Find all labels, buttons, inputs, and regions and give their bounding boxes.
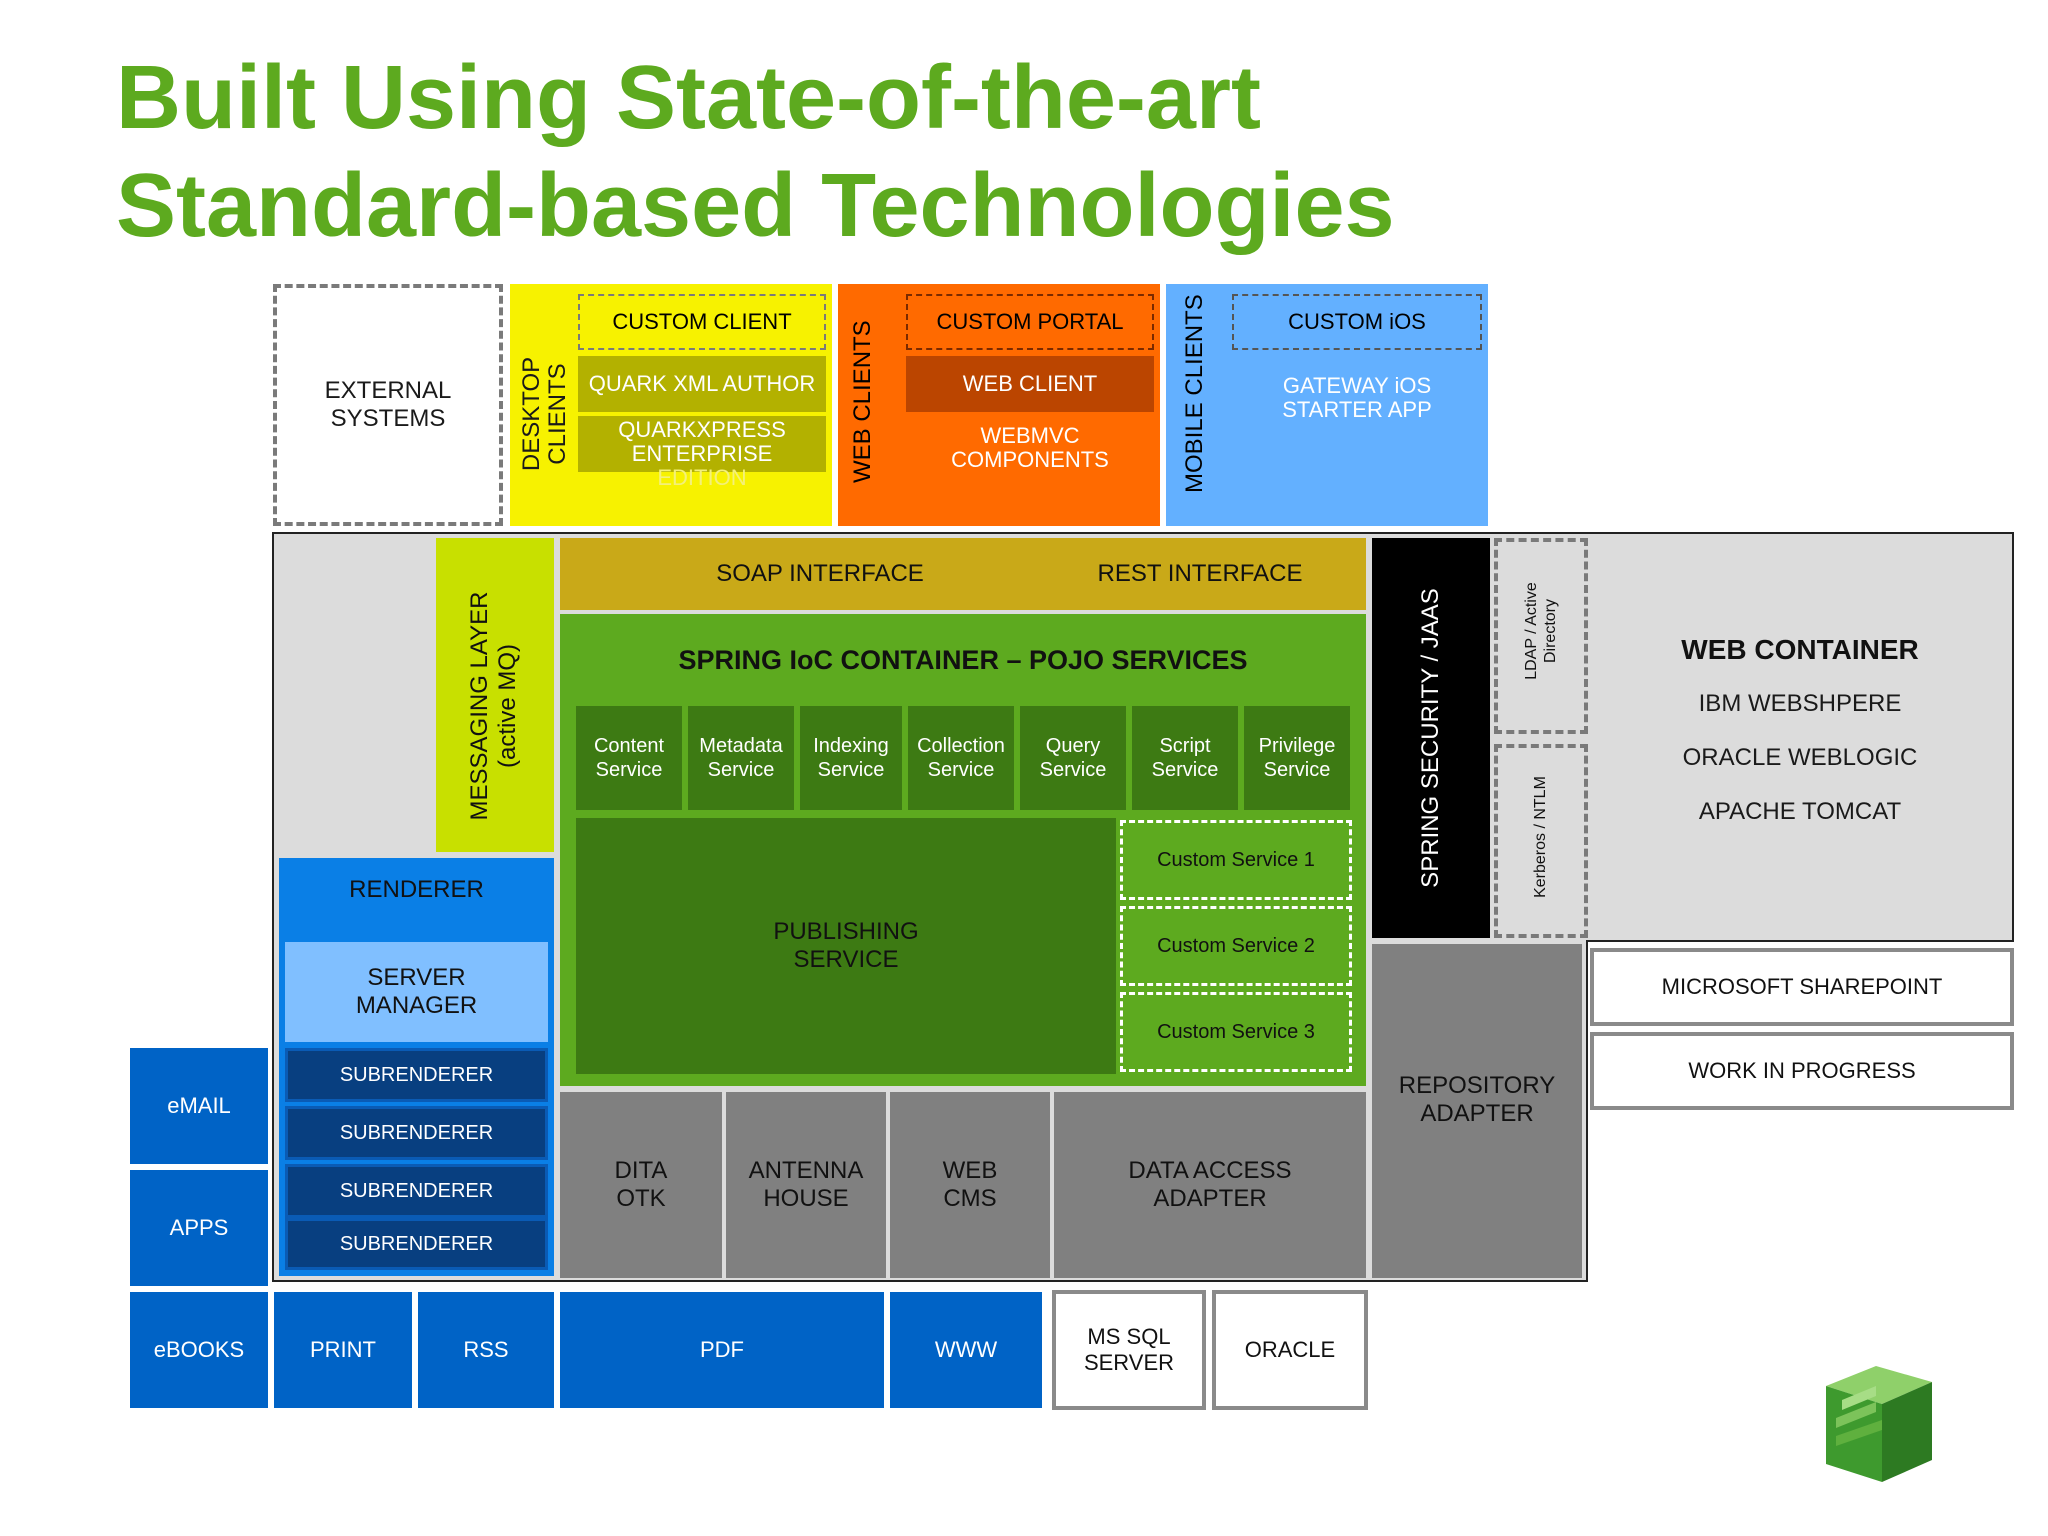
- webmvc-components-box: WEBMVC COMPONENTS: [951, 423, 1109, 472]
- web-container-panel: WEB CONTAINER IBM WEBSHPERE ORACLE WEBLO…: [1586, 532, 2014, 942]
- subrenderer: SUBRENDERER: [285, 1106, 548, 1160]
- renderer-title: RENDERER: [349, 876, 484, 903]
- spring-security-panel: SPRING SECURITY / JAAS: [1372, 538, 1490, 938]
- title-line-1: Built Using State-of-the-art: [116, 48, 1261, 148]
- rss-box: RSS: [418, 1292, 554, 1408]
- desktop-clients-panel: DESKTOP CLIENTS CUSTOM CLIENT QUARK XML …: [510, 284, 832, 526]
- custom-client-box: CUSTOM CLIENT: [578, 294, 826, 350]
- custom-portal-box: CUSTOM PORTAL: [906, 294, 1154, 350]
- ldap-box: LDAP / Active Directory: [1494, 538, 1588, 734]
- web-container-title: WEB CONTAINER: [1681, 634, 1919, 665]
- web-clients-label: WEB CLIENTS: [849, 320, 876, 483]
- page-title: Built Using State-of-the-art Standard-ba…: [116, 44, 1616, 260]
- soap-interface: SOAP INTERFACE: [716, 560, 924, 587]
- pdf-box: PDF: [560, 1292, 884, 1408]
- publishing-service: PUBLISHING SERVICE: [576, 818, 1116, 1074]
- ms-sql-server-box: MS SQL SERVER: [1052, 1290, 1206, 1410]
- server-manager-box: SERVER MANAGER: [285, 942, 548, 1042]
- custom-service-3: Custom Service 3: [1120, 992, 1352, 1072]
- custom-service-1: Custom Service 1: [1120, 820, 1352, 900]
- spring-ioc-container: SPRING IoC CONTAINER – POJO SERVICES Con…: [560, 614, 1366, 1086]
- spring-security-label: SPRING SECURITY / JAAS: [1417, 588, 1444, 888]
- company-logo: [1826, 1366, 1932, 1482]
- oracle-box: ORACLE: [1212, 1290, 1368, 1410]
- web-container-item: IBM WEBSHPERE: [1698, 690, 1902, 717]
- subrenderer: SUBRENDERER: [285, 1164, 548, 1218]
- messaging-layer: MESSAGING LAYER (active MQ): [436, 538, 554, 852]
- desktop-clients-label: DESKTOP CLIENTS: [518, 356, 571, 472]
- mobile-clients-panel: MOBILE CLIENTS CUSTOM iOS GATEWAY iOS ST…: [1166, 284, 1488, 526]
- subrenderer: SUBRENDERER: [285, 1048, 548, 1102]
- rest-interface: REST INTERFACE: [1097, 560, 1303, 587]
- repository-adapter: REPOSITORY ADAPTER: [1372, 944, 1582, 1278]
- web-container-item: APACHE TOMCAT: [1698, 798, 1902, 825]
- renderer-panel: RENDERER SERVER MANAGER SUBRENDERER SUBR…: [279, 858, 554, 1276]
- quarkxpress-box: QUARKXPRESS ENTERPRISE EDITION: [578, 416, 826, 490]
- www-box: WWW: [890, 1292, 1042, 1408]
- external-systems-box: EXTERNAL SYSTEMS: [273, 284, 503, 526]
- web-clients-panel: WEB CLIENTS CUSTOM PORTAL WEB CLIENT WEB…: [838, 284, 1160, 526]
- web-client-box: WEB CLIENT: [906, 356, 1154, 412]
- web-container-item: ORACLE WEBLOGIC: [1682, 744, 1918, 771]
- mobile-clients-label: MOBILE CLIENTS: [1181, 294, 1208, 493]
- custom-ios-box: CUSTOM iOS: [1232, 294, 1482, 350]
- kerberos-box: Kerberos / NTLM: [1494, 744, 1588, 938]
- ebooks-box: eBOOKS: [130, 1292, 268, 1408]
- custom-service-2: Custom Service 2: [1120, 906, 1352, 986]
- spring-title: SPRING IoC CONTAINER – POJO SERVICES: [678, 644, 1248, 675]
- apps-box: APPS: [130, 1170, 268, 1286]
- gateway-ios-box: GATEWAY iOS STARTER APP: [1282, 373, 1432, 422]
- microsoft-sharepoint-box: MICROSOFT SHAREPOINT: [1590, 948, 2014, 1026]
- quark-xml-author-box: QUARK XML AUTHOR: [578, 356, 826, 412]
- work-in-progress-box: WORK IN PROGRESS: [1590, 1032, 2014, 1110]
- interfaces-bar: SOAP INTERFACE REST INTERFACE: [560, 538, 1366, 610]
- title-line-2: Standard-based Technologies: [116, 156, 1395, 256]
- email-box: eMAIL: [130, 1048, 268, 1164]
- subrenderer: SUBRENDERER: [285, 1218, 548, 1270]
- print-box: PRINT: [274, 1292, 412, 1408]
